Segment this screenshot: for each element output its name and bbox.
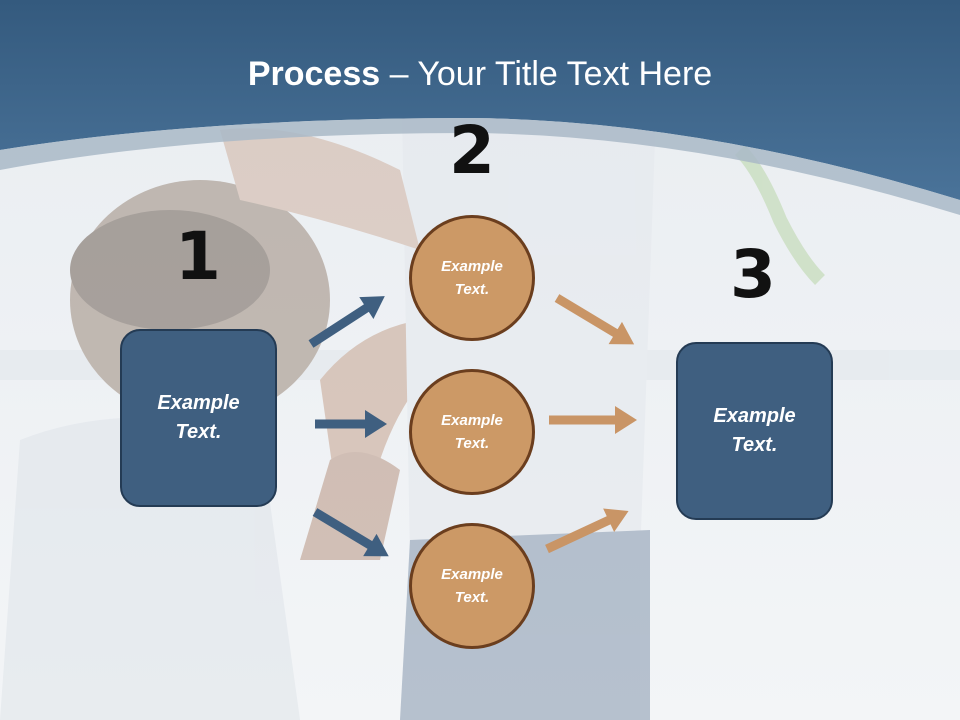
arrow-from-circle-middle bbox=[549, 406, 637, 434]
arrows-blue bbox=[308, 296, 389, 557]
header-band bbox=[0, 0, 960, 200]
step-1-box: Example Text. bbox=[120, 329, 277, 507]
title-bold: Process bbox=[247, 55, 381, 93]
arrow-to-circle-top bbox=[308, 296, 385, 348]
arrow-from-circle-bottom bbox=[545, 508, 629, 554]
circle-top-text: Example Text. bbox=[441, 258, 503, 298]
header-swoosh bbox=[0, 118, 960, 215]
arrow-to-circle-middle bbox=[315, 410, 387, 438]
step-2-circle-middle: Example Text. bbox=[409, 369, 535, 495]
arrow-to-circle-bottom bbox=[312, 508, 389, 557]
step-1-number: 1 bbox=[175, 218, 221, 295]
step-3-box: Example Text. bbox=[676, 342, 833, 520]
step-3-text: Example Text. bbox=[713, 405, 796, 456]
step-1-text: Example Text. bbox=[157, 392, 240, 443]
step-3-number: 3 bbox=[730, 236, 776, 313]
slide-title: Process – Your Title Text Here bbox=[0, 52, 960, 96]
arrows-tan bbox=[545, 294, 637, 554]
arrow-from-circle-top bbox=[554, 294, 635, 345]
step-2-circle-bottom: Example Text. bbox=[409, 523, 535, 649]
step-2-circle-top: Example Text. bbox=[409, 215, 535, 341]
circle-bottom-text: Example Text. bbox=[441, 566, 503, 606]
step-2-number: 2 bbox=[449, 112, 495, 189]
title-rest: – Your Title Text Here bbox=[380, 55, 713, 93]
circle-middle-text: Example Text. bbox=[441, 412, 503, 452]
